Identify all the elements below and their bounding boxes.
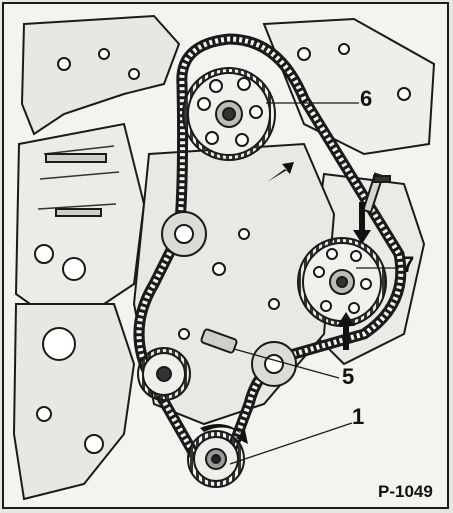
callout-6: 6 (360, 86, 373, 111)
locking-pin (200, 328, 238, 354)
studs (362, 172, 391, 214)
engine-timing-belt-illustration (12, 14, 436, 501)
tensioner-pulley (251, 341, 297, 387)
camshaft-sprocket-lower (297, 237, 387, 327)
camshaft-sprocket-upper (182, 67, 276, 161)
engine-block (12, 14, 181, 501)
water-pump-pulley (137, 347, 191, 401)
callout-7: 7 (402, 252, 415, 277)
figure-code: P-1049 (378, 482, 433, 501)
callout-5: 5 (342, 364, 355, 389)
idler-pulley-left (161, 211, 207, 257)
leader-lines (229, 102, 399, 465)
callout-1: 1 (352, 404, 365, 429)
crankshaft-sprocket (187, 430, 245, 488)
marking-arrows (200, 162, 371, 444)
